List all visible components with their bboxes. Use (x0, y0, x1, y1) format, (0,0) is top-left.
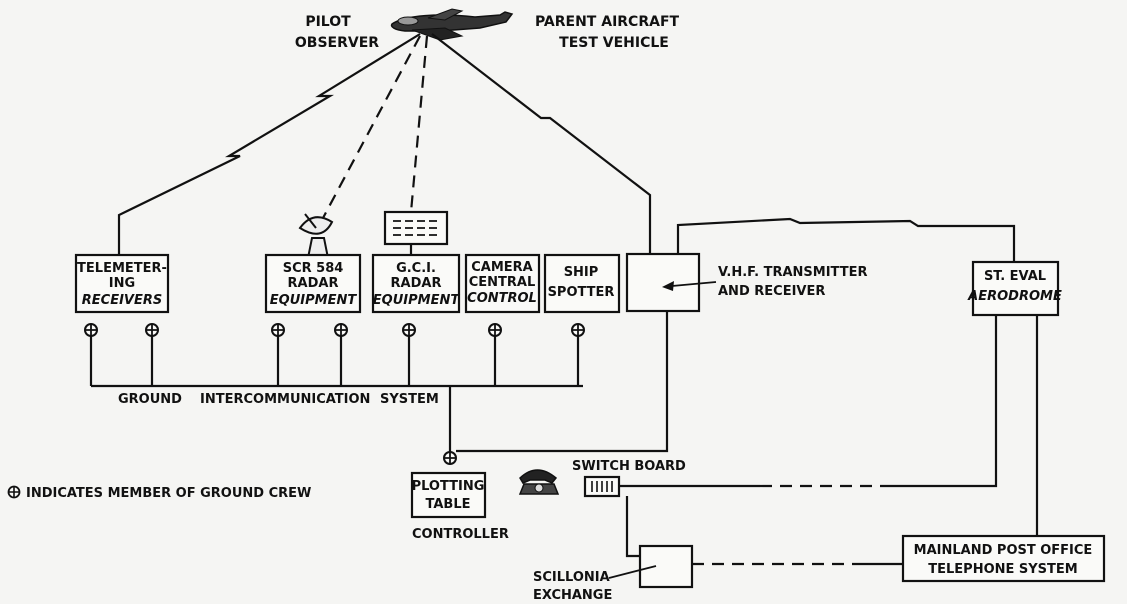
vhf-box (627, 254, 716, 311)
vhf-to-plotting-line (456, 311, 667, 451)
scr584-radar-box: SCR 584 RADAR EQUIPMENT (266, 255, 360, 312)
telephone-icon (520, 470, 558, 494)
intercommunication-label: INTERCOMMUNICATION (200, 392, 370, 407)
switch-to-scillonia-line (627, 496, 640, 556)
vhf-st-eval-radio-link (678, 219, 1014, 262)
svg-text:SPOTTER: SPOTTER (548, 285, 615, 300)
svg-text:TELEPHONE SYSTEM: TELEPHONE SYSTEM (928, 562, 1077, 577)
scillonia-exchange-box (640, 546, 692, 587)
vhf-label-line1: V.H.F. TRANSMITTER (718, 265, 867, 280)
plotting-table-box: PLOTTING TABLE (412, 473, 485, 517)
exchange-label: EXCHANGE (533, 588, 612, 603)
ground-label: GROUND (118, 392, 182, 407)
svg-text:AERODROME: AERODROME (967, 289, 1062, 304)
test-vehicle-label: TEST VEHICLE (559, 35, 669, 51)
vhf-label-line2: AND RECEIVER (718, 284, 825, 299)
ground-crew-legend-icon (9, 487, 20, 498)
svg-text:ING: ING (109, 276, 135, 291)
aircraft-icon (392, 9, 512, 40)
gci-radar-link (411, 36, 427, 212)
svg-text:RECEIVERS: RECEIVERS (82, 293, 162, 308)
scillonia-label: SCILLONIA (533, 570, 610, 585)
vhf-radio-link (432, 34, 650, 256)
svg-text:G.C.I.: G.C.I. (396, 261, 436, 276)
svg-text:SCR 584: SCR 584 (283, 261, 344, 276)
radar-dish-icon (300, 214, 332, 258)
svg-text:SHIP: SHIP (564, 265, 599, 280)
switch-board-label: SWITCH BOARD (572, 459, 686, 474)
svg-text:PLOTTING: PLOTTING (412, 479, 485, 494)
gci-radar-box: G.C.I. RADAR EQUIPMENT (373, 255, 461, 312)
switch-to-st-eval-solid-right (880, 315, 996, 486)
camera-central-box: CAMERA CENTRAL CONTROL (466, 255, 539, 312)
telemetry-radio-link (119, 34, 420, 258)
mainland-post-office-box: MAINLAND POST OFFICE TELEPHONE SYSTEM (903, 536, 1104, 581)
st-eval-aerodrome-box: ST. EVAL AERODROME (967, 262, 1062, 315)
controller-label: CONTROLLER (412, 527, 509, 542)
pilot-label: PILOT (305, 14, 351, 30)
svg-text:CENTRAL: CENTRAL (469, 275, 536, 290)
system-label: SYSTEM (380, 392, 439, 407)
svg-text:TABLE: TABLE (426, 497, 471, 512)
switch-board-box (585, 477, 619, 496)
gci-screen-icon (385, 212, 447, 256)
svg-text:TELEMETER-: TELEMETER- (77, 261, 167, 276)
svg-text:EQUIPMENT: EQUIPMENT (373, 293, 461, 308)
svg-text:CAMERA: CAMERA (471, 260, 533, 275)
svg-text:RADAR: RADAR (391, 276, 442, 291)
svg-text:CONTROL: CONTROL (467, 291, 537, 306)
svg-text:MAINLAND POST OFFICE: MAINLAND POST OFFICE (914, 543, 1093, 558)
svg-text:EQUIPMENT: EQUIPMENT (270, 293, 358, 308)
observer-label: OBSERVER (295, 35, 379, 51)
legend-text: INDICATES MEMBER OF GROUND CREW (26, 486, 311, 501)
ship-spotter-box: SHIP SPOTTER (545, 255, 619, 312)
legend: INDICATES MEMBER OF GROUND CREW (9, 486, 312, 501)
telemetering-receivers-box: TELEMETER- ING RECEIVERS (76, 255, 168, 312)
svg-text:RADAR: RADAR (288, 276, 339, 291)
ground-crew-drops (91, 336, 578, 386)
svg-text:ST. EVAL: ST. EVAL (984, 269, 1046, 284)
parent-aircraft-label: PARENT AIRCRAFT (535, 14, 680, 30)
